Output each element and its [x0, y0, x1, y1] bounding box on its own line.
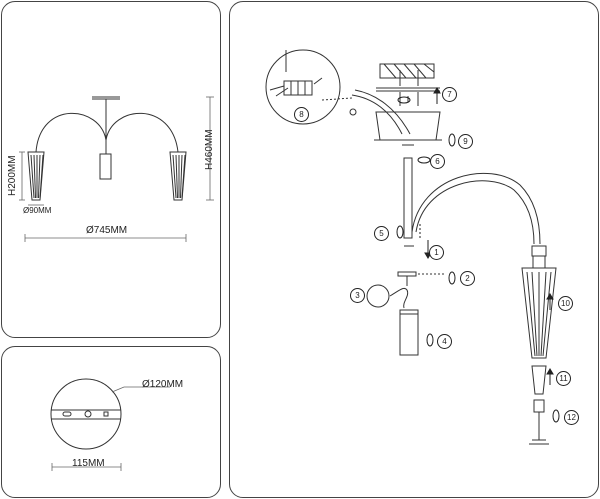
- step-6-badge: 6: [430, 154, 445, 169]
- step-8-badge: 8: [294, 107, 309, 122]
- step-7-badge: 7: [442, 87, 457, 102]
- step-12-badge: 12: [564, 410, 579, 425]
- canopy-panel: [1, 346, 221, 498]
- step-2-badge: 2: [460, 271, 475, 286]
- canopy-diameter-label: Ø120MM: [142, 379, 184, 390]
- step-9-badge: 9: [458, 134, 473, 149]
- step-11-badge: 11: [556, 371, 571, 386]
- canopy-width-label: 115MM: [72, 458, 105, 469]
- step-5-badge: 5: [374, 226, 389, 241]
- diameter-total-label: Ø745MM: [86, 225, 128, 236]
- shade-diameter-label: Ø90MM: [23, 206, 52, 215]
- step-4-badge: 4: [437, 334, 452, 349]
- step-3-badge: 3: [350, 288, 365, 303]
- step-1-badge: 1: [429, 245, 444, 260]
- step-10-badge: 10: [558, 296, 573, 311]
